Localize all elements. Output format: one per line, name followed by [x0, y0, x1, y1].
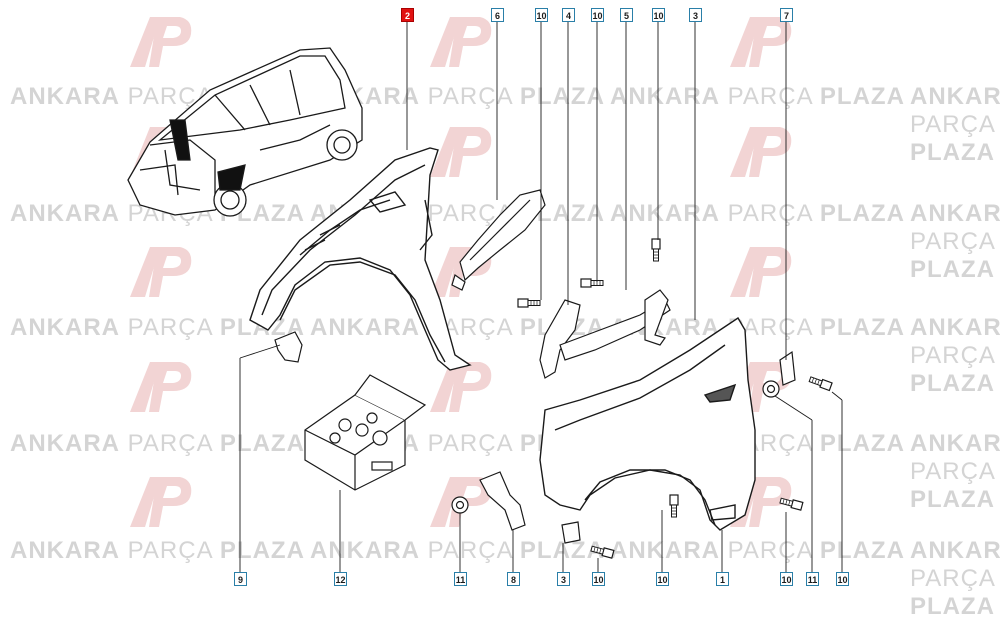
watermark-text: ANKARA PARÇA PLAZA [610, 83, 905, 111]
callout-part-10[interactable]: 10 [591, 8, 604, 22]
bracket-6 [451, 189, 546, 291]
callout-part-12[interactable]: 12 [334, 572, 347, 586]
watermark-logo-icon [130, 362, 192, 412]
watermark-word: PLAZA [819, 200, 905, 227]
watermark-word: PLAZA [819, 537, 905, 564]
watermark-word: PARÇA [420, 430, 520, 457]
callout-part-9[interactable]: 9 [234, 572, 247, 586]
watermark-word: ANKARA [10, 537, 120, 564]
callout-part-10[interactable]: 10 [656, 572, 669, 586]
callout-part-11[interactable]: 11 [454, 572, 467, 586]
front-fender-part-1 [539, 317, 756, 531]
callout-part-10[interactable]: 10 [780, 572, 793, 586]
watermark-word: PARÇA [720, 537, 820, 564]
watermark-word: PARÇA [120, 537, 220, 564]
watermark-word: PARÇA [720, 200, 820, 227]
small-brackets [274, 331, 796, 544]
watermark-logo-icon [430, 362, 492, 412]
callout-part-1[interactable]: 1 [716, 572, 729, 586]
front-fender-outline [249, 147, 472, 371]
car-illustration [127, 47, 363, 217]
watermark-word: ANKARA [910, 537, 1000, 564]
callout-part-5[interactable]: 5 [620, 8, 633, 22]
watermark-word: PLAZA [519, 83, 605, 110]
watermark-word: PLAZA [219, 537, 305, 564]
watermark-text: ANKARA PARÇA PLAZA [910, 200, 1000, 284]
watermark-text: ANKARA PARÇA PLAZA [310, 537, 605, 565]
hardware-kit-box [304, 374, 427, 491]
watermark-logo-icon [730, 127, 792, 177]
watermark-logo-icon [430, 17, 492, 67]
watermark-logo-icon [430, 127, 492, 177]
callout-part-4[interactable]: 4 [562, 8, 575, 22]
watermark-logo-icon [730, 247, 792, 297]
watermark-word: ANKARA [910, 314, 1000, 341]
leader-lines [239, 22, 843, 578]
callout-part-6[interactable]: 6 [491, 8, 504, 22]
watermark-word: PLAZA [910, 256, 995, 283]
watermark-word: PLAZA [219, 430, 305, 457]
watermark-word: PLAZA [910, 370, 995, 397]
watermark-word: PARÇA [420, 537, 520, 564]
watermark-text: ANKARA PARÇA PLAZA [910, 430, 1000, 514]
support-4-5 [539, 289, 671, 379]
watermark-word: PARÇA [910, 458, 995, 485]
callout-part-10[interactable]: 10 [836, 572, 849, 586]
watermark-word: ANKARA [610, 83, 720, 110]
watermark-word: PLAZA [910, 139, 995, 166]
watermark-word: PLAZA [819, 314, 905, 341]
watermark-word: PLAZA [519, 537, 605, 564]
watermark-word: ANKARA [10, 430, 120, 457]
watermark-word: ANKARA [910, 200, 1000, 227]
callout-part-8[interactable]: 8 [507, 572, 520, 586]
watermark-word: PARÇA [910, 111, 995, 138]
watermark-word: ANKARA [10, 314, 120, 341]
callout-part-10[interactable]: 10 [652, 8, 665, 22]
watermark-logo-icon [130, 477, 192, 527]
callout-part-3[interactable]: 3 [689, 8, 702, 22]
watermark-text: ANKARA PARÇA PLAZA [10, 430, 305, 458]
watermark-word: PLAZA [819, 430, 905, 457]
watermark-text: ANKARA PARÇA PLAZA [10, 537, 305, 565]
watermark-word: ANKARA [310, 537, 420, 564]
watermark-word: ANKARA [610, 200, 720, 227]
watermark-text: ANKARA PARÇA PLAZA [610, 537, 905, 565]
watermark-word: PARÇA [720, 83, 820, 110]
callout-part-3[interactable]: 3 [557, 572, 570, 586]
watermark-text: ANKARA PARÇA PLAZA [910, 83, 1000, 167]
callout-part-10[interactable]: 10 [592, 572, 605, 586]
watermark-word: ANKARA [10, 83, 120, 110]
watermark-word: ANKARA [910, 430, 1000, 457]
callout-part-2-selected[interactable]: 2 [401, 8, 414, 22]
watermark-word: PLAZA [819, 83, 905, 110]
watermark-text: ANKARA PARÇA PLAZA [910, 314, 1000, 398]
nuts-11 [451, 380, 780, 514]
watermark-word: PARÇA [910, 228, 995, 255]
watermark-word: ANKARA [610, 537, 720, 564]
watermark-word: PARÇA [910, 565, 995, 592]
watermark-logo-icon [130, 247, 192, 297]
watermark-logo-icon [130, 17, 192, 67]
watermark-word: PARÇA [910, 342, 995, 369]
watermark-word: PARÇA [120, 430, 220, 457]
watermark-word: ANKARA [310, 314, 420, 341]
watermark-word: PARÇA [120, 314, 220, 341]
watermark-word: ANKARA [910, 83, 1000, 110]
callout-part-10[interactable]: 10 [535, 8, 548, 22]
watermark-word: ANKARA [10, 200, 120, 227]
callout-part-11[interactable]: 11 [806, 572, 819, 586]
watermark-logo-icon [730, 17, 792, 67]
parts-diagram [127, 22, 843, 578]
callout-part-7[interactable]: 7 [780, 8, 793, 22]
watermark-text: ANKARA PARÇA PLAZA [610, 200, 905, 228]
watermark-word: PLAZA [910, 486, 995, 513]
